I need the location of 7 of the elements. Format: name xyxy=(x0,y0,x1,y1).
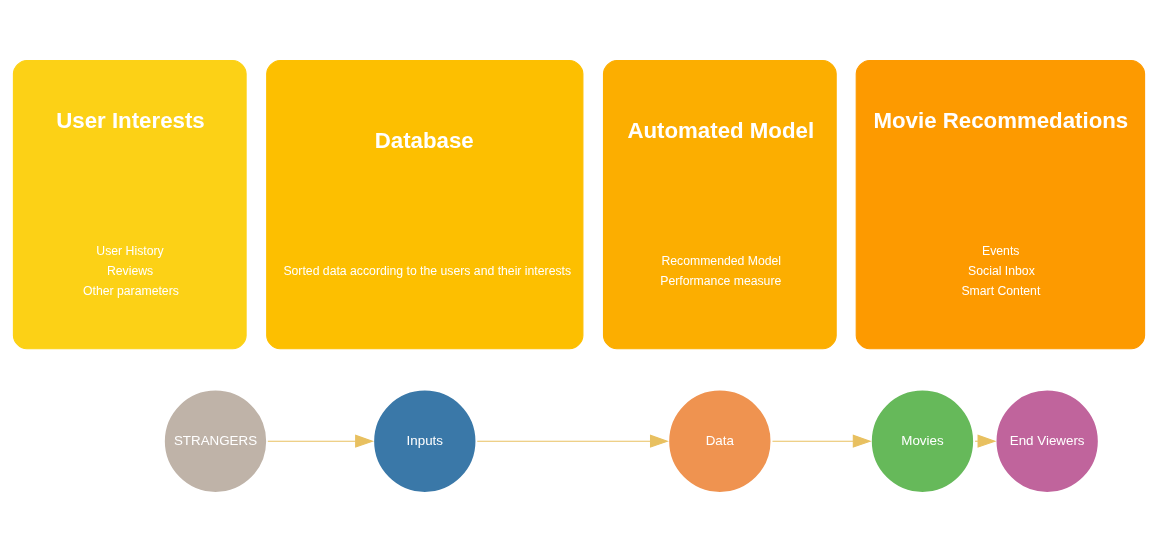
node-box: Database Sorted data according to the users and their interests xyxy=(266,59,584,349)
arrow xyxy=(476,434,669,448)
node-box: Automated Model Recommended Model Performance measure xyxy=(602,59,837,349)
node-box: User Interests User History Reviews Other parameters xyxy=(12,59,247,349)
node-box: Movie Recommedations Events Social Inbox Smart Content xyxy=(855,59,1146,349)
arrow xyxy=(771,434,872,448)
arrow xyxy=(267,434,375,448)
